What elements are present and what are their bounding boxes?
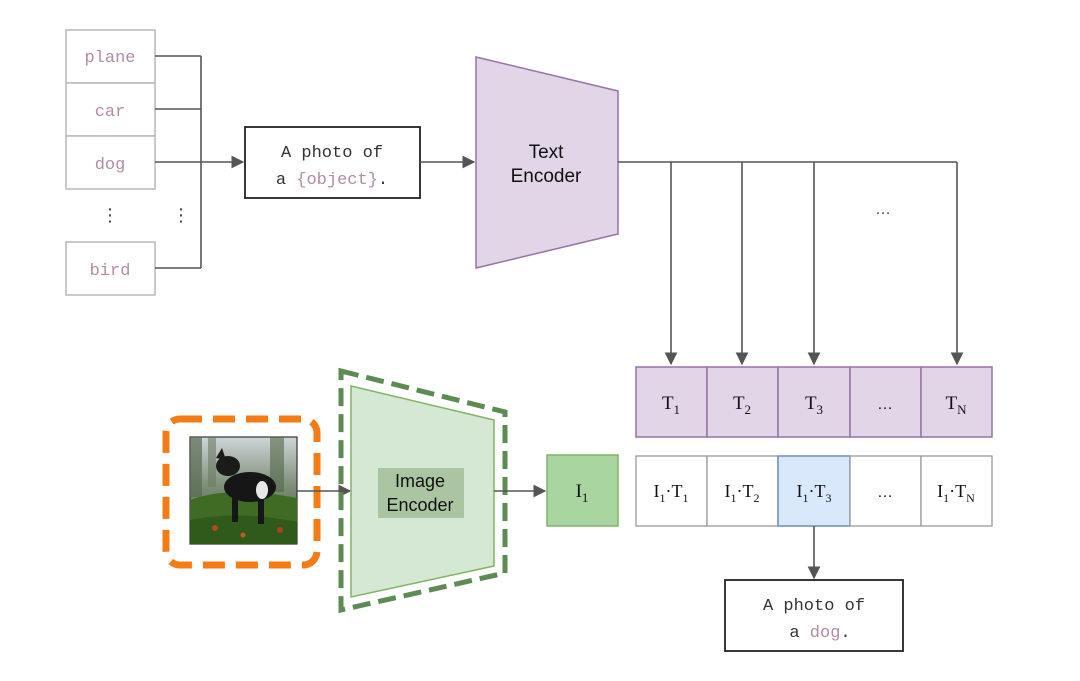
similarity-label: I1·T1 [654,481,689,505]
similarity-label: I1·T2 [725,481,760,505]
connector-ellipsis: ⋮ [172,205,190,225]
class-box-plane [65,29,156,84]
result-caption: A photo of a dog. [724,579,904,652]
input-image-group [162,415,321,569]
image-embedding: I1 [546,454,619,527]
object-placeholder: {object} [296,171,378,190]
text-embedding-cell [635,366,708,438]
image-encoder: Image Encoder [338,367,508,614]
fanout-ellipsis: … [875,201,891,218]
image-encoder-dashed-border [338,367,508,614]
prompt-template-line2: a {object}. [276,171,388,190]
predicted-class: dog [810,624,841,643]
text-fanout [618,161,964,366]
text-embedding-label: T2 [733,393,751,417]
dog-photo [189,436,298,545]
image-encoder-label-bg [378,468,464,518]
class-box-dog [65,135,156,190]
similarity-label: I1·T3 [797,481,832,505]
text-embedding-label: TN [946,393,968,417]
similarity-label: … [877,484,893,501]
text-encoder-shape [475,56,619,269]
similarity-cell [920,455,993,527]
similarity-label: I1·TN [937,481,975,505]
similarity-cell [635,455,708,527]
prompt-template-box [244,126,421,199]
class-label-bird: bird [90,262,131,281]
image-embedding-box [546,454,619,527]
text-embedding-row: T1 T2 T3 … TN [635,366,993,438]
image-embedding-label: I1 [576,481,589,505]
class-label-plane: plane [84,49,135,68]
result-caption-line2: a dog. [789,624,850,643]
prompt-template-line1: A photo of [281,144,383,163]
text-embedding-cell [706,366,779,438]
text-embedding-label: T3 [805,393,823,417]
text-encoder: Text Encoder [475,56,619,269]
text-embedding-label: … [877,396,893,413]
result-caption-line1: A photo of [763,597,865,616]
class-connectors [155,55,245,269]
result-caption-box [724,579,904,652]
class-label-dog: dog [95,156,126,175]
input-image-dashed-border [162,415,321,569]
class-list: plane car dog ⋮ ⋮ bird [65,29,190,296]
class-label-car: car [95,103,126,122]
prompt-template: A photo of a {object}. [244,126,421,199]
image-encoder-line1: Image [395,471,445,491]
text-embedding-cell [849,366,922,438]
class-list-ellipsis: ⋮ [101,205,119,225]
text-embedding-cell [920,366,993,438]
text-encoder-line1: Text [529,142,565,163]
image-encoder-line2: Encoder [386,495,453,515]
similarity-row: I1·T1 I1·T2 I1·T3 … I1·TN [635,455,993,527]
text-encoder-line2: Encoder [511,166,582,187]
text-embedding-label: T1 [662,393,680,417]
